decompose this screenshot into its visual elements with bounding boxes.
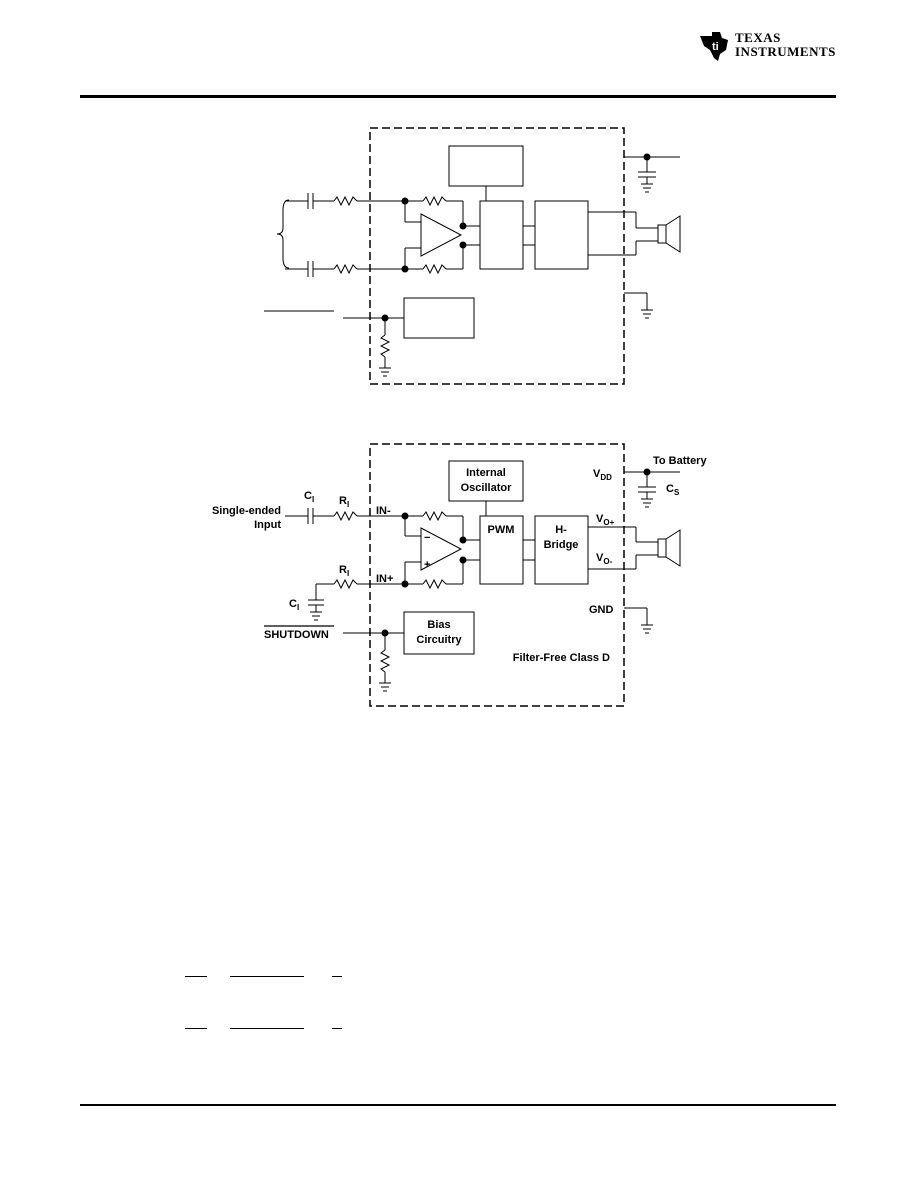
block-diagram-labeled: Single-ended Input CI RI IN- RI IN+ CI S… [212,443,707,707]
opamp-2 [420,527,463,571]
oscillator-label-2: Oscillator [461,482,512,494]
ri-top-label: RI [339,495,349,509]
pwm-block [479,200,524,270]
opamp [420,213,463,257]
equation-1-fraction-line-a [185,976,207,977]
opamp-minus-sign: − [424,532,430,544]
vo-minus-label: VO- [596,552,613,566]
pwm-label: PWM [488,524,515,536]
cs-label: CS [666,483,680,497]
svg-text:ti: ti [712,41,719,53]
logo-line2: INSTRUMENTS [735,44,836,59]
footer-rule [80,1104,836,1106]
shutdown-label: SHUTDOWN [264,629,329,641]
ci-bottom-label: CI [289,598,299,612]
vo-plus-label: VO+ [596,513,615,527]
h-bridge-label-2: Bridge [544,539,579,551]
gnd-label: GND [589,604,614,616]
equation-1-fraction-line-c [332,976,342,977]
block-diagram-unlabeled [264,127,681,385]
equation-2-fraction-line-a [185,1028,207,1029]
to-battery-label: To Battery [653,455,707,467]
ci-top-label: CI [304,490,314,504]
pwm-block-2 [479,515,524,585]
ti-logo: ti [698,28,838,68]
ri-bottom-label: RI [339,564,349,578]
in-plus-label: IN+ [376,573,393,585]
h-bridge-label-1: H- [555,524,567,536]
input-label: Input [254,519,281,531]
logo-line1: TEXAS [735,30,781,45]
logo-text: TEXAS INSTRUMENTS [735,31,836,59]
filter-free-class-d-label: Filter-Free Class D [513,652,610,664]
header-rule [80,95,836,98]
ic-boundary-2 [369,443,625,707]
h-bridge-block [534,515,589,585]
speaker-icon-2 [657,538,667,558]
equation-1-fraction-line-b [230,976,304,977]
bias-label-2: Circuitry [416,634,462,646]
opamp-plus-sign: + [424,559,430,571]
oscillator-label-1: Internal [466,467,506,479]
bias-label-1: Bias [427,619,450,631]
hbridge-block [534,200,589,270]
equation-2-fraction-line-b [230,1028,304,1029]
equation-2-fraction-line-c [332,1028,342,1029]
in-minus-label: IN- [376,505,391,517]
ic-boundary [369,127,625,385]
single-ended-label: Single-ended [212,505,281,517]
vdd-label: VDD [593,468,612,482]
ti-logo-icon: ti [700,32,728,61]
